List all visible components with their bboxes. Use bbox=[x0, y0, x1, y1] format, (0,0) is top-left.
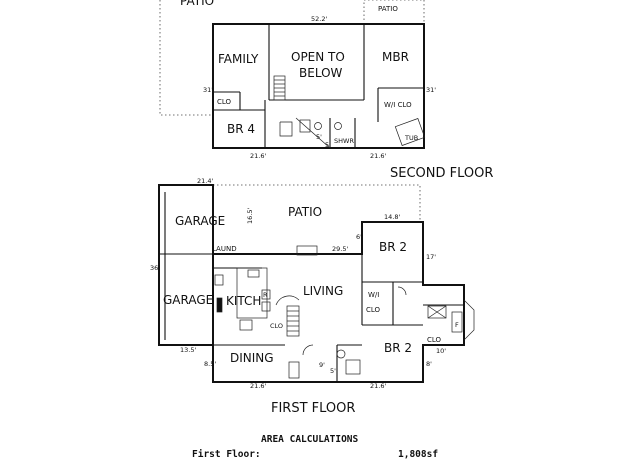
top-patio-label: PATIO bbox=[180, 0, 214, 8]
laund-label: LAUND bbox=[212, 245, 237, 253]
lower-toilet-icon bbox=[336, 349, 346, 359]
mbr-wi-clo-label: W/I CLO bbox=[384, 101, 412, 109]
br4-label: BR 4 bbox=[227, 122, 255, 136]
dim-five: 5' bbox=[330, 367, 336, 375]
mbr-label: MBR bbox=[382, 50, 409, 64]
sink-icon-2 bbox=[334, 122, 342, 130]
tub-label: TUB bbox=[404, 134, 418, 142]
upper-clo-label: CLO bbox=[217, 98, 232, 106]
br2-bottom-label: BR 2 bbox=[384, 341, 412, 355]
shwr-diag bbox=[295, 117, 331, 149]
second-floor-plan: FAMILY OPEN TO BELOW MBR W/I CLO CLO BR … bbox=[159, 0, 493, 181]
dim-bottom-left: 21.6' bbox=[250, 152, 266, 160]
dim-patio-right: 14.8' bbox=[384, 213, 400, 221]
hvac-box bbox=[451, 311, 463, 333]
dim-eight: 8' bbox=[426, 360, 432, 368]
lower-shower-icon bbox=[345, 359, 361, 375]
wall-unit bbox=[216, 297, 223, 313]
lower-stairs bbox=[275, 295, 300, 337]
garage-label: GARAGE bbox=[163, 293, 213, 307]
upper-patio-outline bbox=[159, 0, 213, 116]
below-label: BELOW bbox=[299, 66, 343, 80]
second-floor-exterior-wall bbox=[212, 23, 425, 149]
lower-clo-label: CLO bbox=[427, 336, 442, 344]
dim-right: 31' bbox=[426, 86, 436, 94]
garage-wall bbox=[158, 184, 214, 346]
dining-label: DINING bbox=[230, 351, 274, 365]
sink-box bbox=[239, 319, 253, 331]
upper-patio-label: PATIO bbox=[378, 5, 398, 13]
fridge-icon bbox=[261, 289, 271, 300]
dining-box bbox=[288, 361, 300, 379]
dim-garage-top: 21.4' bbox=[197, 177, 213, 185]
bay-window bbox=[463, 299, 475, 341]
tub-icon bbox=[394, 118, 426, 146]
dim-garage-bottom: 13.5' bbox=[180, 346, 196, 354]
r-label: R bbox=[263, 291, 268, 299]
door-arc-2 bbox=[302, 344, 314, 356]
fireplace-icon bbox=[296, 245, 318, 256]
living-label: LIVING bbox=[303, 284, 343, 298]
dim-ten: 10' bbox=[436, 347, 446, 355]
first-floor-exterior-wall bbox=[212, 221, 465, 383]
area-heading: AREA CALCULATIONS bbox=[261, 434, 359, 445]
dim-left-lower: 8.5' bbox=[204, 360, 216, 368]
family-label: FAMILY bbox=[218, 52, 259, 66]
first-floor-title: FIRST FLOOR bbox=[271, 401, 355, 416]
dim-mid: 5' bbox=[316, 133, 322, 141]
dim-top: 52.2' bbox=[311, 15, 327, 23]
f-label: F bbox=[455, 321, 459, 329]
wiclo-line1: W/I bbox=[368, 291, 379, 299]
lower-clo-small-label: CLO bbox=[270, 322, 283, 330]
laund-icon bbox=[214, 274, 224, 286]
first-floor-plan: GARAGE GARAGE PATIO LAUND BR 2 KITCH LIV… bbox=[150, 177, 475, 416]
br4-closet-icon bbox=[279, 121, 293, 137]
wiclo-line2: CLO bbox=[366, 306, 381, 314]
second-floor-title: SECOND FLOOR bbox=[390, 166, 493, 181]
dim-seventeen: 17' bbox=[426, 253, 436, 261]
dim-bottom-right: 21.6' bbox=[370, 382, 386, 390]
dim-mid-2: 5' bbox=[325, 141, 331, 149]
dim-bottom-left: 21.6' bbox=[250, 382, 266, 390]
dim-left: 31' bbox=[203, 86, 213, 94]
garage-top-label: GARAGE bbox=[175, 214, 225, 228]
upper-toilet-icon bbox=[299, 119, 311, 133]
br2-top-label: BR 2 bbox=[379, 240, 407, 254]
dim-bottom-right: 21.6' bbox=[370, 152, 386, 160]
counter bbox=[236, 267, 268, 319]
kitch-label: KITCH bbox=[226, 294, 261, 308]
range-icon bbox=[261, 301, 271, 312]
sink-icon bbox=[314, 122, 322, 130]
open-to-label: OPEN TO bbox=[291, 50, 345, 64]
dim-garage-left: 36' bbox=[150, 264, 160, 272]
dim-mid: 29.5' bbox=[332, 245, 348, 253]
upper-stairs bbox=[273, 75, 286, 101]
area-row-label: First Floor: bbox=[192, 449, 261, 460]
door-arc bbox=[397, 286, 407, 296]
patio-label: PATIO bbox=[288, 205, 322, 219]
area-row-value: 1,808sf bbox=[398, 449, 438, 460]
clo-box-1 bbox=[427, 305, 447, 319]
dim-nine: 9' bbox=[319, 361, 325, 369]
dim-garage-side: 16.5' bbox=[246, 208, 254, 224]
area-calculations: AREA CALCULATIONS First Floor: 1,808sf bbox=[192, 434, 438, 460]
patio-outline bbox=[213, 184, 421, 220]
stove-icon bbox=[247, 269, 260, 278]
shwr-label: SHWR bbox=[334, 137, 354, 145]
dim-six: 6' bbox=[356, 233, 362, 241]
